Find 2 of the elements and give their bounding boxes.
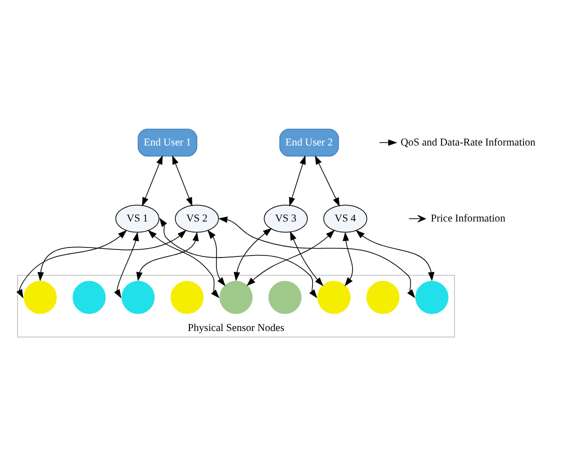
legend-label: Price Information <box>430 212 506 224</box>
legend-label: QoS and Data-Rate Information <box>400 136 536 148</box>
